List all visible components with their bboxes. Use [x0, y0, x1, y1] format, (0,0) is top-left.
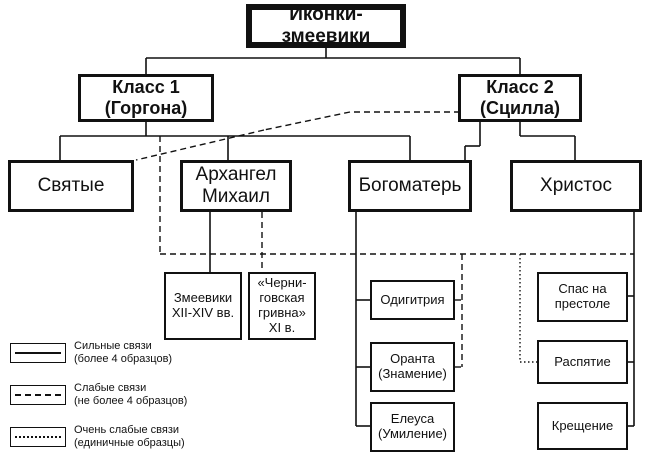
- category-label: Святые: [37, 175, 105, 197]
- category-label: Архангел Михаил: [195, 164, 277, 207]
- subtype-label: Елеуса (Умиление): [377, 411, 448, 441]
- legend-dotted-swatch: [10, 427, 66, 448]
- legend-dashed-swatch: [10, 385, 66, 406]
- subtype-kreshchenie: Крещение: [537, 402, 628, 450]
- subtype-eleusa: Елеуса (Умиление): [370, 402, 455, 452]
- legend-text: Сильные связи (более 4 образцов): [74, 340, 173, 366]
- legend-text: Слабые связи (не более 4 образцов): [74, 382, 188, 408]
- category-label: Богоматерь: [358, 175, 462, 197]
- subtype-label: Распятие: [554, 353, 611, 369]
- class-2-box: Класс 2 (Сцилла): [458, 74, 582, 122]
- subtype-label: Оранта (Знамение): [378, 351, 447, 381]
- legend-solid: Сильные связи (более 4 образцов): [10, 340, 172, 366]
- class-1-label: Класс 1 (Горгона): [104, 77, 188, 118]
- legend-solid-swatch: [10, 343, 66, 364]
- class-1-box: Класс 1 (Горгона): [78, 74, 214, 122]
- category-khristos: Христос: [510, 160, 642, 212]
- subtype-label: Змеевики XII-XIV вв.: [171, 290, 235, 320]
- title-box: Иконки-змеевики: [246, 4, 406, 48]
- subtype-label: Крещение: [551, 417, 614, 433]
- diagram-title: Иконки-змеевики: [281, 4, 371, 47]
- subtype-oranta: Оранта (Знамение): [370, 342, 455, 392]
- legend-text: Очень слабые связи (единичные образцы): [74, 424, 185, 450]
- legend-dotted: Очень слабые связи (единичные образцы): [10, 424, 185, 450]
- subtype-label: Одигитрия: [380, 291, 445, 307]
- subtype-label: «Черни- говская гривна» XI в.: [257, 275, 307, 335]
- subtype-odigitriya: Одигитрия: [370, 280, 455, 320]
- category-arkhangel-mikhail: Архангел Михаил: [180, 160, 292, 212]
- class-2-label: Класс 2 (Сцилла): [480, 77, 560, 118]
- dashed-connector: [263, 111, 351, 131]
- category-label: Христос: [540, 175, 612, 197]
- dashed-connector: [135, 129, 265, 161]
- legend-dashed: Слабые связи (не более 4 образцов): [10, 382, 187, 408]
- category-bogomater: Богоматерь: [348, 160, 472, 212]
- subtype-zmeeviki: Змеевики XII-XIV вв.: [164, 272, 242, 340]
- subtype-chernigov-grivna: «Черни- говская гривна» XI в.: [248, 272, 316, 340]
- subtype-label: Спас на престоле: [554, 281, 611, 311]
- category-svyatye: Святые: [8, 160, 134, 212]
- subtype-raspyatie: Распятие: [537, 340, 628, 384]
- subtype-spas-na-prestole: Спас на престоле: [537, 272, 628, 322]
